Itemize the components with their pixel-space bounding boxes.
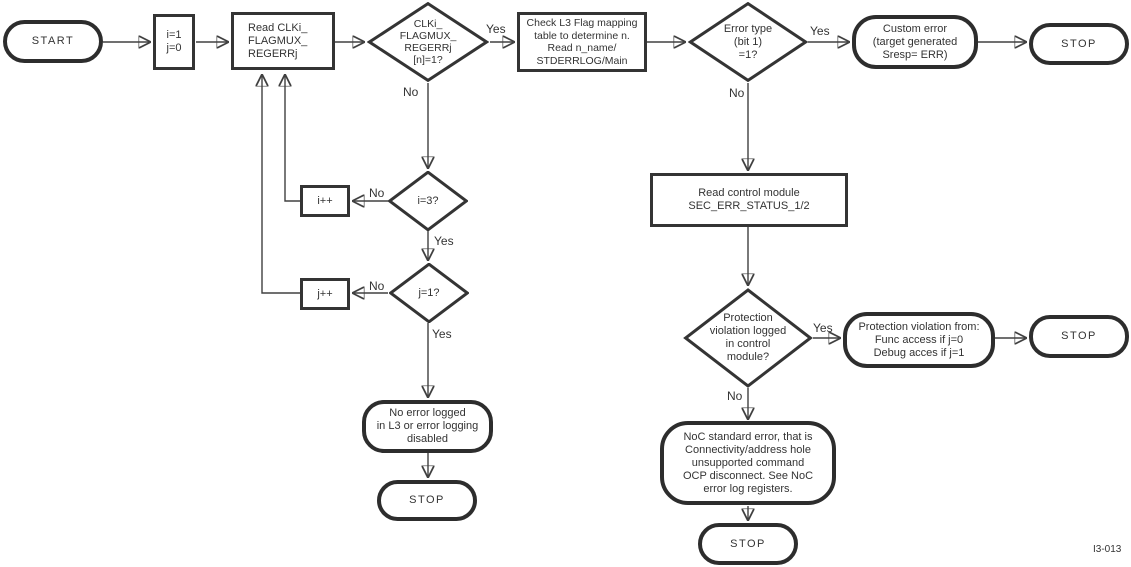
diamond-shape-icon: [683, 288, 813, 388]
custom-error-terminator: Custom error (target generated Sresp= ER…: [852, 15, 978, 69]
stop-left-terminator: STOP: [377, 480, 477, 521]
edge-i-inc-to-read: [285, 76, 300, 202]
label-prot-yes: Yes: [813, 321, 833, 335]
init-label: i=1 j=0: [166, 29, 182, 54]
protection-decision-label: Protection violation logged in control m…: [709, 312, 787, 363]
label-clki-yes: Yes: [486, 22, 506, 36]
i-decision: i=3?: [388, 171, 468, 231]
label-prot-no: No: [727, 389, 743, 403]
start-label: START: [31, 35, 75, 47]
noc-error-terminator: NoC standard error, that is Connectivity…: [660, 421, 836, 505]
read-ctrl-process: Read control module SEC_ERR_STATUS_1/2: [650, 173, 848, 227]
stop-bottom-label: STOP: [730, 537, 766, 550]
j-decision-label: j=1?: [418, 286, 440, 299]
j-decision: j=1?: [389, 263, 469, 323]
init-process: i=1 j=0: [153, 14, 195, 70]
j-increment-label: j++: [317, 287, 333, 300]
diamond-shape-icon: [688, 2, 808, 82]
no-error-label: No error logged in L3 or error logging d…: [376, 407, 479, 445]
edge-j-inc-to-read: [262, 76, 300, 294]
i-increment-process: i++: [300, 185, 350, 217]
clki-decision-label: CLKi_ FLAGMUX_ REGERRj [n]=1?: [399, 18, 457, 66]
read-ctrl-label: Read control module SEC_ERR_STATUS_1/2: [688, 187, 810, 212]
read-clki-label: Read CLKi_ FLAGMUX_ REGERRj: [248, 21, 308, 60]
i-decision-label: i=3?: [417, 194, 439, 207]
i-increment-label: i++: [317, 194, 333, 207]
no-error-terminator: No error logged in L3 or error logging d…: [362, 400, 493, 453]
label-j-no: No: [369, 279, 385, 293]
read-clki-process: Read CLKi_ FLAGMUX_ REGERRj: [231, 12, 335, 70]
error-type-decision: Error type (bit 1) =1?: [688, 2, 808, 82]
check-l3-process: Check L3 Flag mapping table to determine…: [517, 12, 647, 72]
stop-top-terminator: STOP: [1029, 23, 1129, 65]
label-i-yes: Yes: [434, 234, 454, 248]
label-clki-no: No: [403, 85, 419, 99]
protection-decision: Protection violation logged in control m…: [683, 288, 813, 388]
label-j-yes: Yes: [432, 327, 452, 341]
custom-error-label: Custom error (target generated Sresp= ER…: [872, 22, 958, 61]
label-i-no: No: [369, 186, 385, 200]
label-errortype-no: No: [729, 86, 745, 100]
start-terminator: START: [3, 20, 103, 63]
stop-top-label: STOP: [1061, 37, 1097, 50]
stop-mid-terminator: STOP: [1029, 315, 1129, 358]
stop-mid-label: STOP: [1061, 330, 1097, 342]
error-type-label: Error type (bit 1) =1?: [723, 22, 773, 61]
diamond-shape-icon: [389, 263, 469, 323]
figure-id: I3-013: [1093, 544, 1122, 555]
noc-error-label: NoC standard error, that is Connectivity…: [682, 430, 814, 495]
protection-from-terminator: Protection violation from: Func access i…: [843, 312, 995, 368]
stop-left-label: STOP: [409, 494, 445, 506]
label-errortype-yes: Yes: [810, 24, 830, 38]
protection-from-label: Protection violation from: Func access i…: [858, 320, 980, 359]
clki-decision: CLKi_ FLAGMUX_ REGERRj [n]=1?: [367, 2, 489, 82]
diamond-shape-icon: [388, 171, 468, 231]
stop-bottom-terminator: STOP: [698, 523, 798, 565]
check-l3-label: Check L3 Flag mapping table to determine…: [526, 17, 638, 67]
diamond-shape-icon: [367, 2, 489, 82]
j-increment-process: j++: [300, 278, 350, 310]
